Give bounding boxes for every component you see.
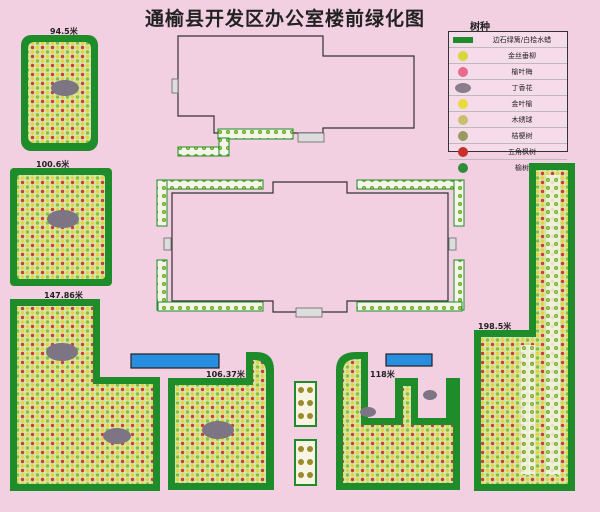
legend-label: 丁香花 — [511, 83, 533, 92]
legend-label: 五角枫树 — [508, 147, 536, 156]
green-plot-5 — [336, 352, 460, 490]
plot-label-2: 100.6米 — [36, 160, 70, 169]
legend-label: 边石绿篱/白桧水蜡 — [492, 35, 552, 44]
legend-row: 五角枫树 — [449, 144, 567, 160]
rockery-icon — [423, 390, 437, 400]
upper-building-outline — [177, 35, 415, 134]
rockery-icon — [47, 210, 79, 228]
main-building-outline — [171, 181, 449, 313]
legend-row: 金叶榆 — [449, 96, 567, 112]
rockery-icon — [46, 343, 78, 361]
elm-tree-icon — [458, 162, 468, 173]
flowering-plum-icon — [458, 66, 468, 77]
plot-label-3: 147.86米 — [44, 291, 83, 300]
legend-row: 金丝垂柳 — [449, 48, 567, 64]
rockery-icon — [360, 407, 376, 417]
plot-label-1: 94.5米 — [50, 27, 78, 36]
lilac-icon — [455, 82, 471, 93]
golden-elm-icon — [458, 98, 468, 109]
balloon-flower-tree-icon — [458, 130, 468, 141]
legend-row: 边石绿篱/白桧水蜡 — [449, 32, 567, 48]
legend-heading: 树种 — [470, 22, 490, 33]
plot-label-5: 118米 — [370, 370, 395, 379]
rockery-icon — [103, 428, 131, 444]
maple-tree-icon — [458, 146, 468, 157]
diagram-title: 通榆县开发区办公室楼前绿化图 — [144, 8, 425, 30]
legend-row: 榆叶梅 — [449, 64, 567, 80]
legend-label: 榆树 — [515, 163, 529, 172]
plot-label-4: 106.37米 — [206, 370, 245, 379]
legend-label: 金丝垂柳 — [508, 51, 536, 60]
golden-weeping-willow-icon — [458, 50, 468, 61]
legend-row: 桔梗树 — [449, 128, 567, 144]
legend-label: 木绣球 — [511, 115, 533, 124]
snowball-shrub-icon — [458, 114, 468, 125]
green-plot-4 — [168, 352, 274, 490]
rockery-icon — [51, 80, 79, 96]
plot-label-6: 198.5米 — [478, 322, 512, 331]
legend-row: 木绣球 — [449, 112, 567, 128]
legend-label: 金叶榆 — [511, 99, 533, 108]
tree-planter-upper — [294, 381, 317, 427]
water-pool-left — [130, 353, 220, 369]
legend-box: 边石绿篱/白桧水蜡 金丝垂柳 榆叶梅 丁香花 金叶榆 木绣球 桔梗树 五角枫树 … — [448, 31, 568, 173]
green-plot-3 — [10, 299, 160, 491]
legend-label: 桔梗树 — [511, 131, 533, 140]
green-plot-6 — [474, 163, 575, 491]
legend-label: 榆叶梅 — [511, 67, 533, 76]
hedge-border-icon — [453, 36, 473, 43]
green-plot-2 — [10, 168, 112, 286]
legend-row: 榆树 — [449, 160, 567, 175]
rockery-icon — [202, 421, 234, 439]
legend-row: 丁香花 — [449, 80, 567, 96]
green-plot-1 — [21, 35, 98, 151]
water-pool-right — [385, 353, 433, 367]
